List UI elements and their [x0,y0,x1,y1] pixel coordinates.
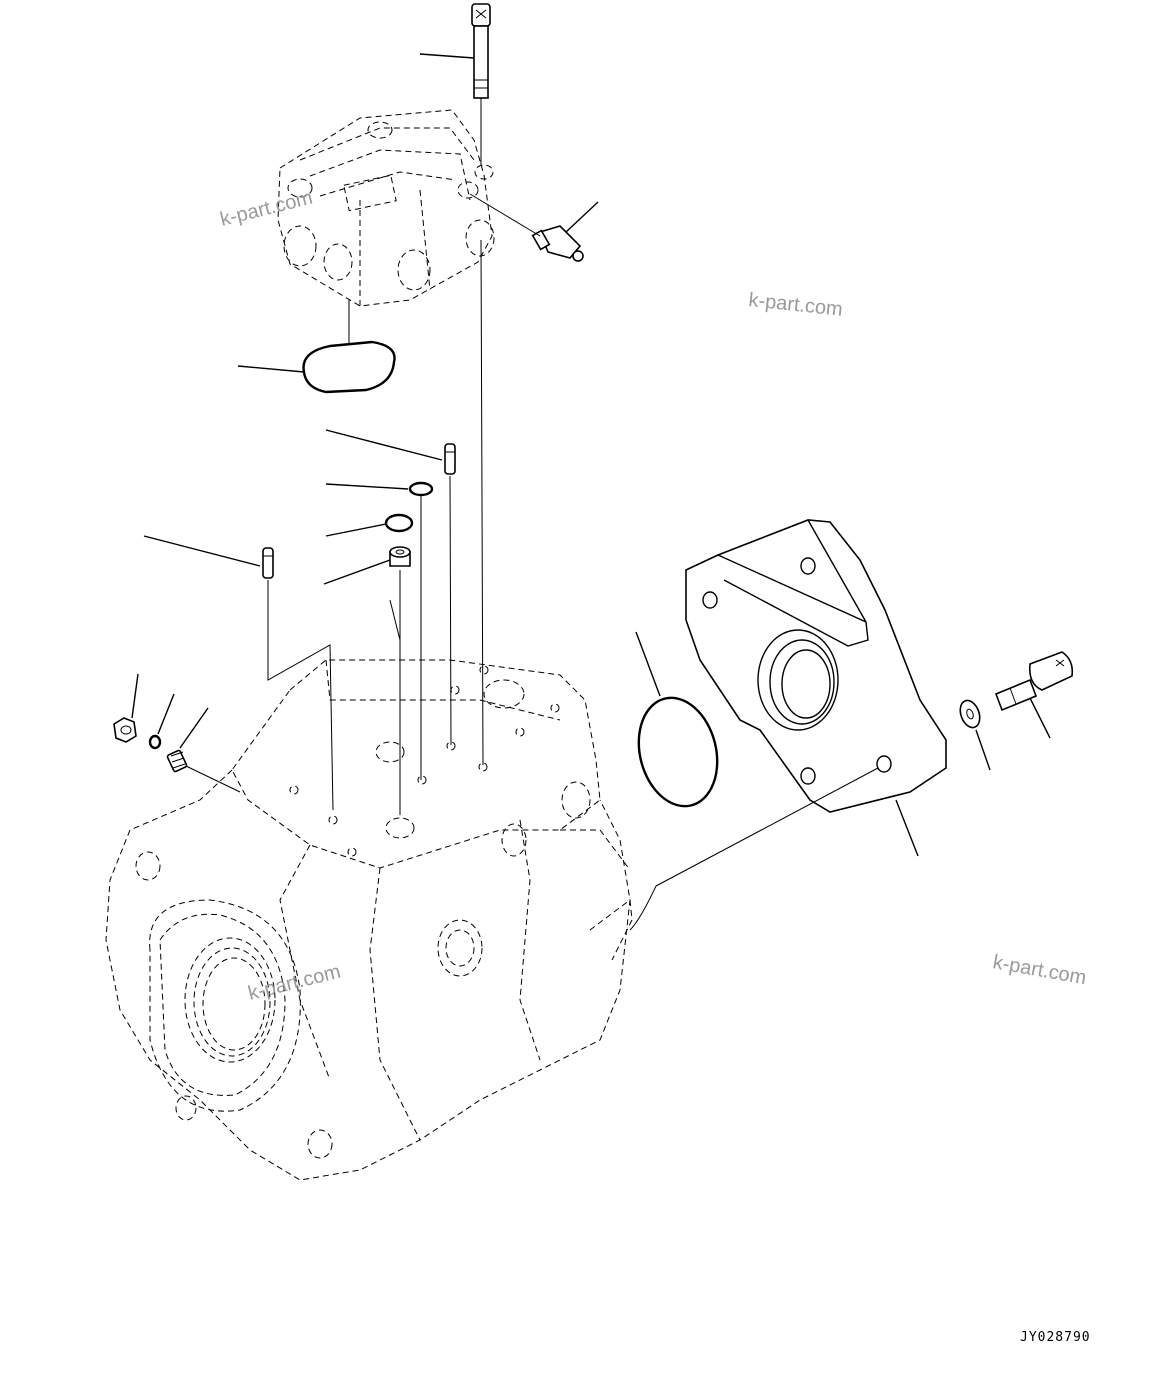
watermark: k-part.com [747,289,843,321]
leader-line [143,535,261,567]
o-ring-large[interactable] [302,340,396,394]
leader-line [419,53,475,59]
leader-line [895,799,919,857]
assembly-line [389,599,401,641]
assembly-line [469,193,541,237]
washer[interactable] [957,698,983,730]
o-ring-plug[interactable] [148,734,162,750]
o-ring-small-1[interactable] [408,481,434,497]
leader-line [325,483,409,490]
watermark: k-part.com [246,961,343,1005]
leader-line [179,707,209,749]
plug-socket[interactable] [166,749,188,773]
dowel-pin-left[interactable] [262,547,274,579]
plug-hex[interactable] [113,717,137,743]
leader-line [237,365,305,373]
flange-cover[interactable] [685,519,947,813]
leader-line [323,559,391,585]
leader-line [157,693,175,735]
pressure-fitting[interactable] [531,225,584,262]
leader-line [635,631,661,697]
leader-line [131,673,139,719]
leader-line [1029,697,1051,739]
cap-bolt-top[interactable] [471,3,491,99]
watermark: k-part.com [991,951,1088,989]
assembly-line [449,475,452,746]
assembly-line [629,885,657,931]
leader-line [325,429,443,461]
watermark: k-part.com [218,187,315,231]
leader-line [325,523,387,537]
assembly-line [185,765,241,793]
assembly-line [480,239,484,766]
bushing[interactable] [389,546,411,567]
dowel-pin-upper[interactable] [444,443,456,475]
leader-line [565,201,599,233]
drawing-code: JY028790 [1020,1330,1091,1345]
pump-housing[interactable] [105,659,633,1181]
assembly-line [267,580,334,811]
valve-block[interactable] [277,109,495,307]
assembly-line [655,767,879,887]
o-ring-small-2[interactable] [384,513,414,533]
o-ring-flange[interactable] [628,689,728,814]
leader-line [975,729,991,771]
flange-bolt[interactable] [994,651,1074,712]
